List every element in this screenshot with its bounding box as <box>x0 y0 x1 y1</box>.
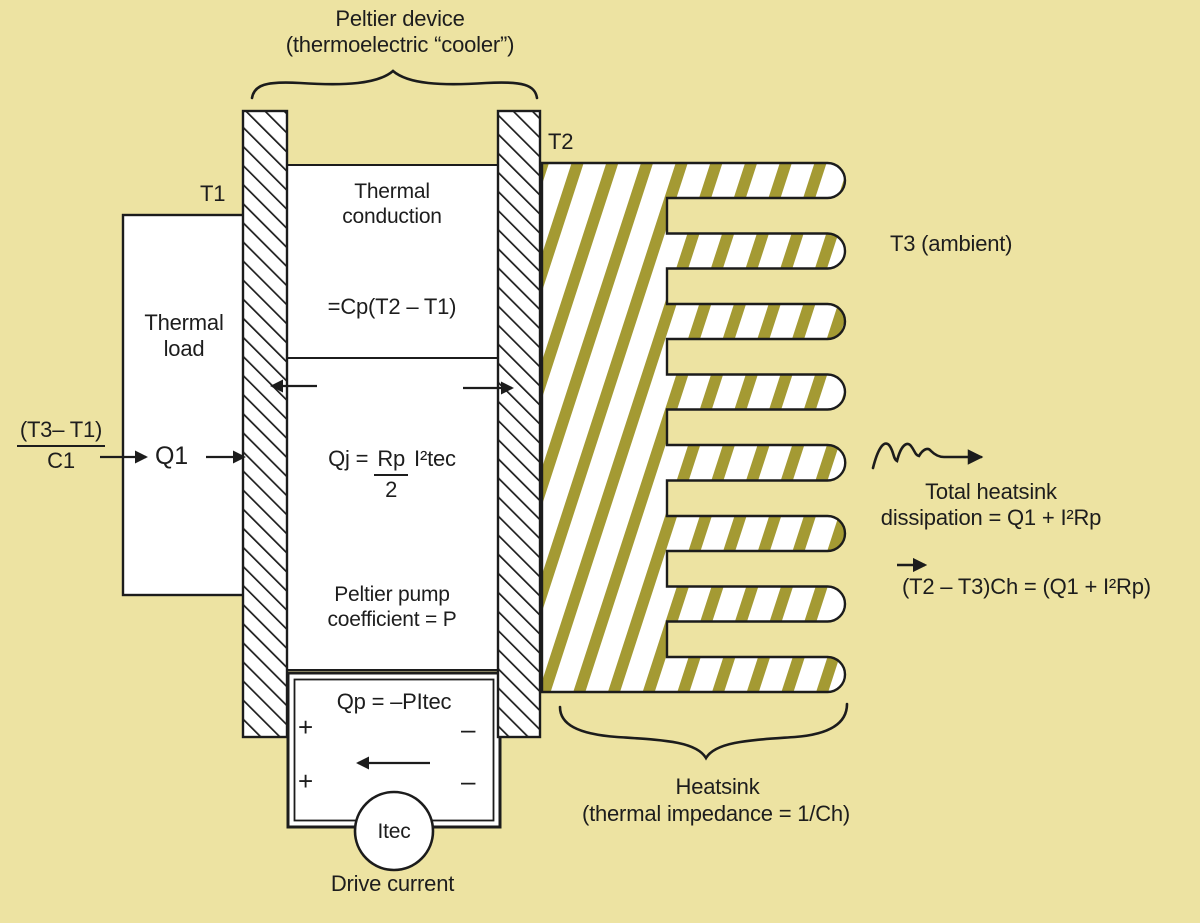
peltier-interior-region <box>286 164 499 671</box>
load-fraction-denominator: C1 <box>47 448 75 474</box>
t1-label: T1 <box>200 181 226 206</box>
thermal-load-label: Thermal load <box>124 310 244 363</box>
thermal-load-box <box>121 213 247 597</box>
qp-equation: Qp = –PItec <box>336 689 452 714</box>
itec-label: Itec <box>377 820 411 843</box>
thermal-conduction-line2: conduction <box>342 205 442 229</box>
peltier-plate-hot <box>496 109 542 739</box>
q1-label: Q1 <box>155 442 188 470</box>
load-fraction-numerator: (T3– T1) <box>16 417 106 448</box>
heatsink-label-line2: (thermal impedance = 1/Ch) <box>581 801 851 826</box>
dissipation-squiggle-arrow <box>871 442 984 470</box>
qj-denominator: 2 <box>385 477 398 503</box>
heatsink-label-line1: Heatsink <box>675 774 760 799</box>
joule-heat-equation: Qj = Rp 2 I²tec <box>292 446 492 504</box>
plus-sign-top: + <box>298 712 313 742</box>
qj-fraction: Rp 2 <box>374 446 409 504</box>
qj-numerator: Rp <box>374 446 409 477</box>
diagram-title-line1: Peltier device <box>335 6 465 31</box>
minus-sign-top: – <box>461 714 476 744</box>
t3-ambient-label: T3 (ambient) <box>890 231 1013 256</box>
thermal-load-line1: Thermal <box>144 310 224 335</box>
dissipation-line2: dissipation = Q1 + I²Rp <box>880 505 1102 530</box>
thermal-conduction-label: Thermal conduction <box>292 179 492 229</box>
thermal-conduction-line1: Thermal <box>354 180 430 203</box>
diagram-title-line2: (thermoelectric “cooler”) <box>285 32 515 58</box>
peltier-pump-label: Peltier pump coefficient = P <box>292 582 492 632</box>
conduction-equation: =Cp(T2 – T1) <box>327 294 457 319</box>
peltier-pump-line2: coefficient = P <box>327 608 457 632</box>
t2-label: T2 <box>548 129 574 154</box>
minus-sign-bottom: – <box>461 766 476 796</box>
qj-prefix: Qj = <box>328 446 369 471</box>
heatsink-fins <box>540 161 847 694</box>
qj-suffix: I²tec <box>414 446 456 471</box>
drive-current-label: Drive current <box>330 871 455 896</box>
heatsink-equation: (T2 – T3)Ch = (Q1 + I²Rp) <box>902 574 1151 599</box>
dissipation-line1: Total heatsink <box>925 479 1057 504</box>
peltier-brace <box>250 69 539 100</box>
peltier-pump-line1: Peltier pump <box>334 583 450 606</box>
current-source-circle <box>353 790 435 872</box>
thermal-load-line2: load <box>163 336 205 362</box>
heatsink-brace <box>558 702 849 761</box>
peltier-plate-cold <box>241 109 289 739</box>
load-fraction: (T3– T1) C1 <box>12 417 110 475</box>
diagram-title: Peltier device (thermoelectric “cooler”) <box>240 6 560 59</box>
plus-sign-bottom: + <box>298 766 313 796</box>
